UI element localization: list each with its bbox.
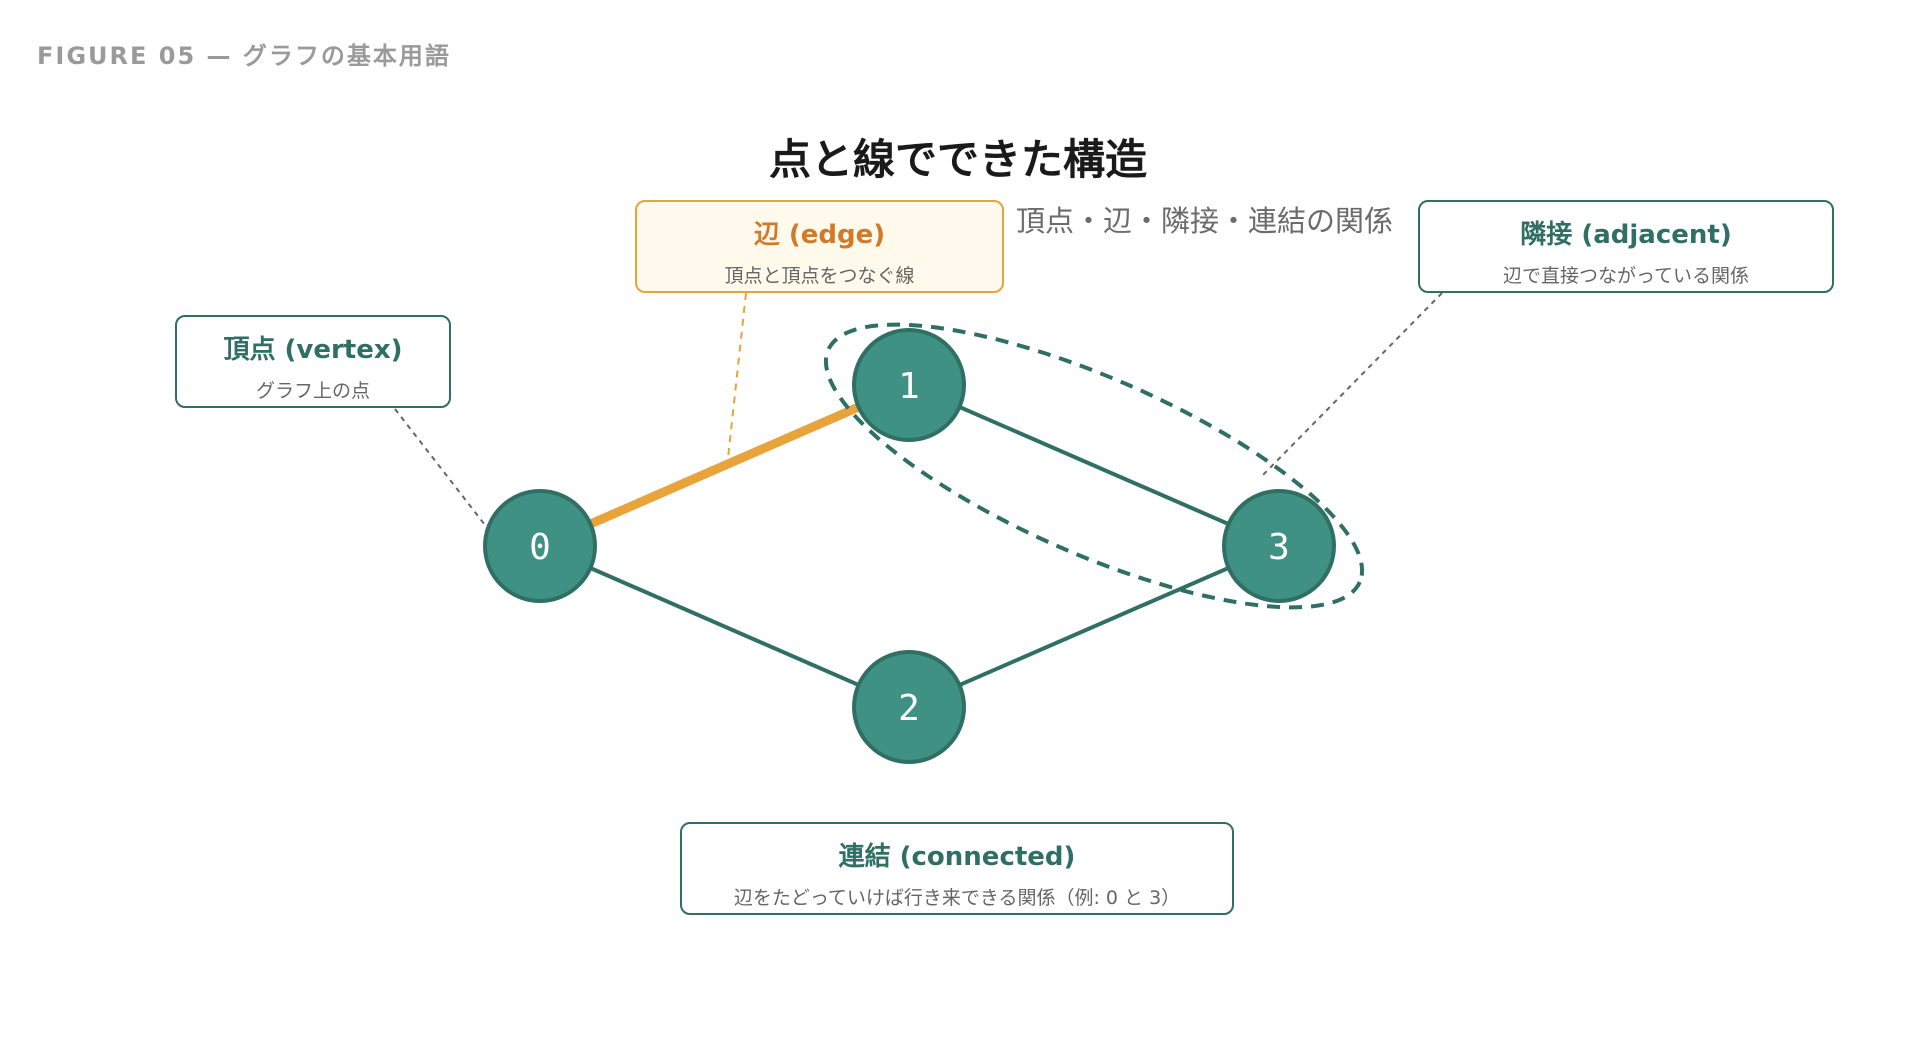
callout-adjacent-desc: 辺で直接つながっている関係: [1502, 265, 1750, 287]
node-3-label: 3: [1268, 527, 1290, 568]
callout-adjacent: 隣接 (adjacent) 辺で直接つながっている関係: [1418, 200, 1834, 293]
node-2-label: 2: [898, 688, 920, 729]
edge-1-3: [908, 383, 1280, 548]
callout-vertex: 頂点 (vertex) グラフ上の点: [175, 315, 451, 408]
callout-adjacent-title: 隣接 (adjacent): [1520, 220, 1732, 250]
node-0-label: 0: [529, 527, 551, 568]
callout-connected: 連結 (connected) 辺をたどっていけば行き来できる関係（例: 0 と …: [680, 822, 1234, 915]
leader-adjacent: [1260, 292, 1443, 478]
leader-edge: [727, 292, 747, 459]
callout-edge-title: 辺 (edge): [753, 220, 886, 250]
node-2: 2: [852, 650, 966, 764]
callout-edge-desc: 頂点と頂点をつなぐ線: [724, 265, 915, 287]
node-1: 1: [852, 328, 966, 442]
edge-0-1-highlighted: [538, 380, 911, 551]
leader-vertex: [394, 408, 486, 526]
diagram-subtitle: 頂点・辺・隣接・連結の関係: [1016, 204, 1394, 238]
figure-label: FIGURE 05 — グラフの基本用語: [37, 42, 451, 70]
node-1-label: 1: [898, 366, 920, 407]
callout-connected-desc: 辺をたどっていけば行き来できる関係（例: 0 と 3）: [733, 887, 1181, 909]
callout-edge: 辺 (edge) 頂点と頂点をつなぐ線: [635, 200, 1004, 293]
node-3: 3: [1222, 489, 1336, 603]
node-0: 0: [483, 489, 597, 603]
callout-vertex-title: 頂点 (vertex): [223, 335, 403, 365]
diagram-title: 点と線でできた構造: [768, 135, 1147, 184]
edge-0-2: [539, 544, 910, 709]
edge-2-3: [908, 544, 1280, 709]
callout-vertex-desc: グラフ上の点: [255, 380, 370, 402]
callout-connected-title: 連結 (connected): [838, 842, 1076, 872]
